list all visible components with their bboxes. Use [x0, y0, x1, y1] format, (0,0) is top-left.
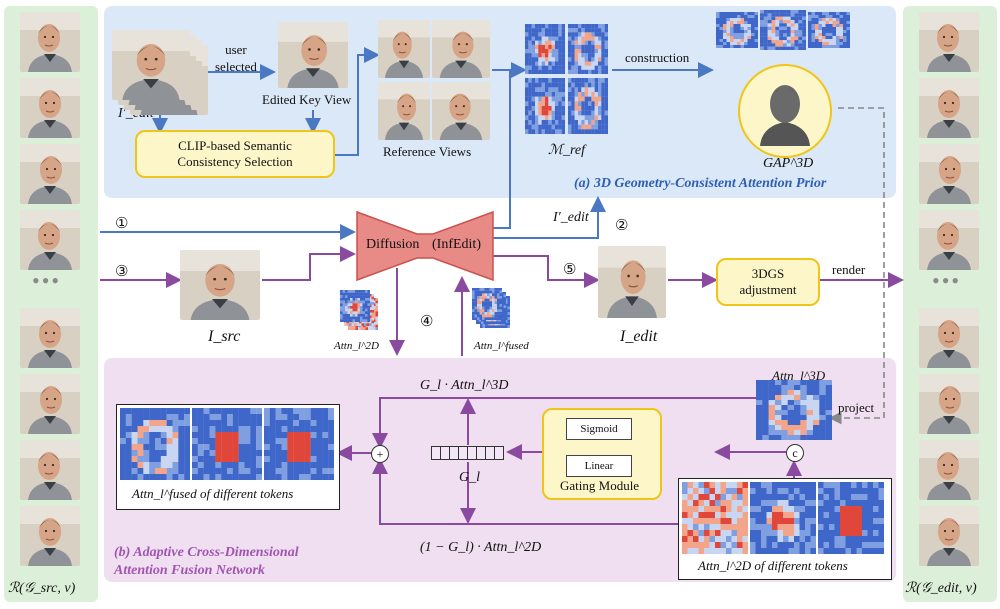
fused-caption: Attn_l^fused of different tokens	[132, 486, 294, 501]
left-view-thumbnail	[20, 308, 80, 368]
attn2d-small-heatmap	[340, 290, 370, 322]
clip-selection-box: CLIP-based Semantic Consistency Selectio…	[135, 130, 335, 178]
dashed-project-line	[828, 107, 885, 425]
left-view-thumbnail	[20, 12, 80, 72]
line-attn2d-bottom	[372, 458, 680, 525]
i-src-thumbnail	[180, 250, 260, 320]
right-view-thumbnail	[919, 12, 979, 72]
mref-heatmap	[525, 24, 565, 74]
i-src-label: I_src	[208, 328, 241, 345]
gap-panel-heatmap	[716, 12, 758, 48]
gap3d-label: GAP^3D	[763, 156, 814, 171]
right-view-thumbnail	[919, 210, 979, 270]
sigmoid-block: Sigmoid	[566, 418, 632, 440]
project-label: project	[838, 400, 875, 415]
arrow-diffusion-to-mref	[492, 70, 511, 229]
right-view-thumbnail	[919, 78, 979, 138]
gap-panel-heatmap	[808, 12, 850, 48]
user-selected-label: user selected	[215, 42, 257, 74]
right-view-thumbnail	[919, 308, 979, 368]
diffusion-label: Diffusion	[366, 237, 420, 252]
linear-block: Linear	[566, 455, 632, 477]
attn2d-map-heatmap	[818, 482, 884, 554]
attn2d-map-heatmap	[682, 482, 748, 554]
left-view-thumbnail	[20, 440, 80, 500]
gated-3d-label: G_l · Attn_l^3D	[420, 378, 509, 393]
right-view-thumbnail	[919, 144, 979, 204]
reference-view-thumbnail	[378, 20, 430, 78]
fused-map-heatmap	[192, 408, 262, 480]
mref-label: ℳ_ref	[548, 143, 586, 158]
concat-operator-icon: c	[786, 444, 804, 462]
gating-module-label: Gating Module	[560, 478, 640, 493]
gap-sphere-render	[738, 64, 832, 158]
arrow-step5	[492, 255, 600, 288]
construction-label: construction	[625, 50, 690, 65]
edited-key-view-label: Edited Key View	[262, 92, 352, 107]
infedit-label: (InfEdit)	[432, 237, 481, 252]
mref-heatmap	[568, 78, 608, 134]
panel-a-title: (a) 3D Geometry-Consistent Attention Pri…	[574, 176, 827, 191]
attn-fused-small-label: Attn_l^fused	[474, 340, 529, 352]
step-4-marker: ④	[420, 314, 434, 330]
step-3-marker: ③	[115, 264, 129, 280]
step-1-marker: ①	[115, 216, 129, 232]
reference-view-thumbnail	[432, 20, 490, 78]
panel-b-title: (b) Adaptive Cross-Dimensional Attention…	[114, 545, 299, 579]
left-column-caption: ℛ(𝒢_src, v)	[8, 581, 76, 596]
line-attn3d-to-plus	[372, 397, 756, 449]
right-view-thumbnail	[919, 374, 979, 434]
i-edit-thumbnail	[598, 246, 666, 318]
fused-map-heatmap	[264, 408, 334, 480]
plus-operator-icon: +	[371, 445, 389, 463]
fused-small-heatmap	[472, 288, 502, 320]
mref-heatmap	[568, 24, 608, 74]
gl-label: G_l	[459, 470, 480, 485]
left-view-thumbnail	[20, 210, 80, 270]
reference-views-label: Reference Views	[383, 144, 472, 159]
gate-vector-cells	[431, 446, 504, 460]
gap-panel-heatmap	[760, 10, 806, 50]
fused-map-heatmap	[120, 408, 190, 480]
reference-view-thumbnail	[432, 82, 490, 140]
i-edit-label: I_edit	[620, 328, 658, 345]
diffusion-model-shape	[356, 210, 494, 282]
one-minus-label: (1 − G_l) · Attn_l^2D	[420, 540, 542, 555]
left-view-thumbnail	[20, 374, 80, 434]
arrow-isrc-to-diffusion	[262, 246, 356, 281]
attn2d-caption: Attn_l^2D of different tokens	[698, 558, 848, 573]
left-view-thumbnail	[20, 144, 80, 204]
render-label: render	[832, 262, 866, 277]
attn2d-map-heatmap	[750, 482, 816, 554]
step-2-marker: ②	[615, 218, 629, 234]
step-5-marker: ⑤	[563, 262, 577, 278]
left-view-thumbnail	[20, 78, 80, 138]
left-ellipsis: •••	[32, 268, 62, 293]
i-edit-prime-arrow-label: I′_edit	[553, 210, 589, 225]
arrow-clip-to-refs	[333, 47, 380, 156]
gate-vector-cell	[494, 446, 504, 460]
3dgs-adjustment-box: 3DGS adjustment	[716, 258, 820, 306]
right-view-thumbnail	[919, 440, 979, 500]
attn2d-small-label: Attn_l^2D	[334, 340, 379, 352]
attn3d-label: Attn_l^3D	[772, 368, 826, 383]
attn-3d-heatmap	[756, 380, 832, 440]
left-view-thumbnail	[20, 506, 80, 566]
mref-heatmap	[525, 78, 565, 134]
right-column-caption: ℛ(𝒢_edit, v)	[905, 581, 977, 596]
edited-image-stack-item	[112, 30, 190, 100]
right-view-thumbnail	[919, 506, 979, 566]
arrow-step2	[492, 196, 606, 239]
right-ellipsis: •••	[932, 268, 962, 293]
reference-view-thumbnail	[378, 82, 430, 140]
edited-key-view-thumbnail	[278, 22, 348, 88]
